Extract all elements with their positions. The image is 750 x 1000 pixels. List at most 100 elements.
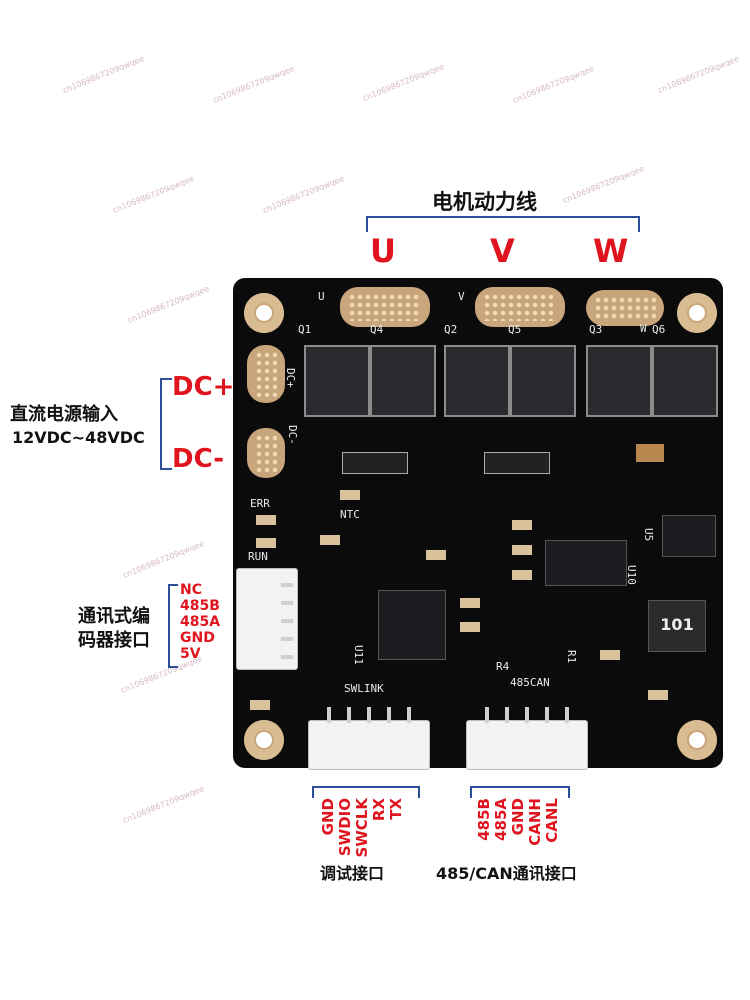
connector-pin <box>485 707 489 723</box>
silk-dc-minus: DC- <box>286 425 299 445</box>
comm-pin-485b: 485B <box>475 798 493 841</box>
mounting-hole <box>677 720 717 760</box>
silk-swlink: SWLINK <box>344 682 384 695</box>
silk-485can: 485CAN <box>510 676 550 689</box>
dc-plus-pad <box>247 345 285 403</box>
driver-chip-u10 <box>545 540 627 586</box>
debug-port-brace <box>312 786 420 798</box>
watermark: cn1069867209qwqee <box>656 54 741 95</box>
silk-phase-v: V <box>458 290 465 303</box>
smd-component <box>250 700 270 710</box>
comm-port-brace <box>470 786 570 798</box>
silk-r1: R1 <box>565 650 578 664</box>
mounting-hole <box>244 720 284 760</box>
connector-pin <box>281 583 293 587</box>
connector-pin <box>387 707 391 723</box>
smd-component <box>256 515 276 525</box>
watermark: cn1069867209qwqee <box>211 64 296 105</box>
silk-u5: U5 <box>642 528 655 542</box>
silk-run: RUN <box>248 550 268 563</box>
encoder-pin-485b: 485B <box>180 598 220 614</box>
connector-pin <box>545 707 549 723</box>
watermark: cn1069867209qwqee <box>361 62 446 103</box>
smd-component <box>600 650 620 660</box>
phase-w-pad <box>586 290 664 326</box>
connector-pin <box>281 637 293 641</box>
connector-pin <box>281 619 293 623</box>
encoder-pin-5v: 5V <box>180 646 201 662</box>
capacitor <box>636 444 664 462</box>
debug-pin-rx: RX <box>370 798 388 822</box>
phase-u-label: U <box>370 232 396 270</box>
comm-connector <box>466 707 588 770</box>
dc-minus-pad <box>247 428 285 478</box>
encoder-pin-gnd: GND <box>180 630 215 646</box>
silk-r4: R4 <box>496 660 510 673</box>
debug-pin-gnd: GND <box>319 798 337 836</box>
connector-pin <box>281 601 293 605</box>
connector-pin <box>367 707 371 723</box>
smd-component <box>648 690 668 700</box>
encoder-brace <box>168 584 178 668</box>
connector-pin <box>347 707 351 723</box>
mosfet-q6 <box>652 345 718 417</box>
encoder-pin-485a: 485A <box>180 614 221 630</box>
comm-pin-485a: 485A <box>492 798 510 841</box>
silk-dc-plus: DC+ <box>284 368 297 388</box>
connector-pin <box>327 707 331 723</box>
comm-pin-canh: CANH <box>526 798 544 846</box>
smd-component <box>512 545 532 555</box>
dc-input-range: 12VDC~48VDC <box>12 428 145 447</box>
silk-q1: Q1 <box>298 323 312 336</box>
debug-pin-swdio: SWDIO <box>336 798 354 857</box>
smd-component <box>426 550 446 560</box>
watermark: cn1069867209qwqee <box>511 64 596 105</box>
silk-err: ERR <box>250 497 270 510</box>
silk-q3: Q3 <box>589 323 603 336</box>
smd-component <box>460 598 480 608</box>
comm-pin-canl: CANL <box>543 798 561 843</box>
encoder-pin-nc: NC <box>180 582 202 598</box>
debug-pin-swclk: SWCLK <box>353 798 371 858</box>
chip-u5 <box>662 515 716 557</box>
debug-pin-tx: TX <box>387 798 405 820</box>
mosfet-q4 <box>370 345 436 417</box>
smd-component <box>320 535 340 545</box>
encoder-connector <box>236 568 298 670</box>
phase-u-pad <box>340 287 430 327</box>
phase-v-pad <box>475 287 565 327</box>
mosfet-q5 <box>510 345 576 417</box>
encoder-title-line2: 码器接口 <box>78 630 150 651</box>
phase-w-label: W <box>593 232 629 270</box>
connector-pin <box>565 707 569 723</box>
watermark: cn1069867209qwqee <box>61 54 146 95</box>
watermark: cn1069867209qwqee <box>261 174 346 215</box>
silk-ntc: NTC <box>340 508 360 521</box>
dc-minus-label: DC- <box>172 444 225 474</box>
debug-connector <box>308 707 430 770</box>
watermark: cn1069867209qwqee <box>121 539 206 580</box>
silk-phase-w: W <box>640 322 647 335</box>
dc-input-title: 直流电源输入 <box>10 404 118 425</box>
mosfet-q3 <box>586 345 652 417</box>
smd-component <box>460 622 480 632</box>
silk-q6: Q6 <box>652 323 666 336</box>
comm-pin-gnd: GND <box>509 798 527 836</box>
mosfet-q1 <box>304 345 370 417</box>
encoder-title-line1: 通讯式编 <box>78 606 150 627</box>
mosfet-q2 <box>444 345 510 417</box>
dc-input-brace <box>160 378 172 470</box>
silk-u10: U10 <box>625 565 638 585</box>
phase-v-label: V <box>490 232 515 270</box>
motor-power-title: 电机动力线 <box>432 190 537 214</box>
smd-component <box>512 520 532 530</box>
shunt-resistor <box>484 452 550 474</box>
comm-port-title: 485/CAN通讯接口 <box>436 864 577 883</box>
dc-plus-label: DC+ <box>172 372 235 402</box>
smd-component <box>340 490 360 500</box>
silk-q2: Q2 <box>444 323 458 336</box>
motor-power-brace <box>366 216 640 232</box>
mounting-hole <box>677 293 717 333</box>
watermark: cn1069867209qwqee <box>126 284 211 325</box>
silk-q5: Q5 <box>508 323 522 336</box>
